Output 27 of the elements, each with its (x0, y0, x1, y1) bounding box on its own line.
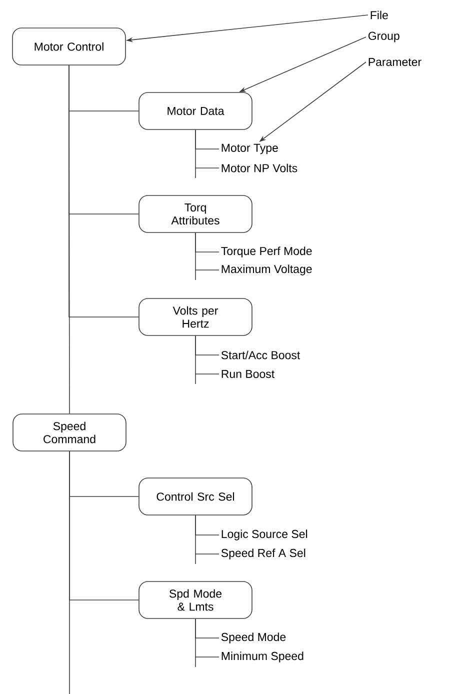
parameter-label: Logic Source Sel (222, 530, 308, 540)
parameter-label: Motor Type (222, 144, 278, 154)
tree-line (195, 130, 220, 178)
group-box: Motor Data (138, 92, 252, 130)
legend-label: Group (368, 32, 400, 42)
parameter-label: Start/Acc Boost (221, 350, 300, 360)
group-box: Control Src Sel (138, 478, 252, 516)
group-box: Volts per Hertz (138, 298, 252, 336)
connector-line (69, 451, 70, 694)
tree-line (195, 336, 220, 384)
group-box: Torq Attributes (138, 195, 252, 233)
parameter-label: Torque Perf Mode (221, 246, 312, 258)
tree-line (195, 232, 220, 280)
parameter-label: Motor NP Volts (222, 164, 298, 172)
file-box: Speed Command (12, 414, 126, 452)
parameter-label: Run Boost (222, 370, 274, 378)
tree-line (68, 65, 70, 414)
parameter-label: Minimum Speed (222, 652, 304, 662)
legend-label: Parameter (368, 58, 422, 66)
file-box: Motor Control (12, 28, 126, 66)
parameter-label: Speed Mode (221, 632, 286, 644)
parameter-label: Maximum Voltage (222, 264, 312, 276)
group-box: Spd Mode & Lmts (138, 581, 252, 619)
tree-line (195, 515, 220, 564)
tree-line (195, 618, 220, 668)
legend-label: File (370, 10, 388, 20)
parameter-label: Speed Ref A Sel (221, 548, 306, 560)
